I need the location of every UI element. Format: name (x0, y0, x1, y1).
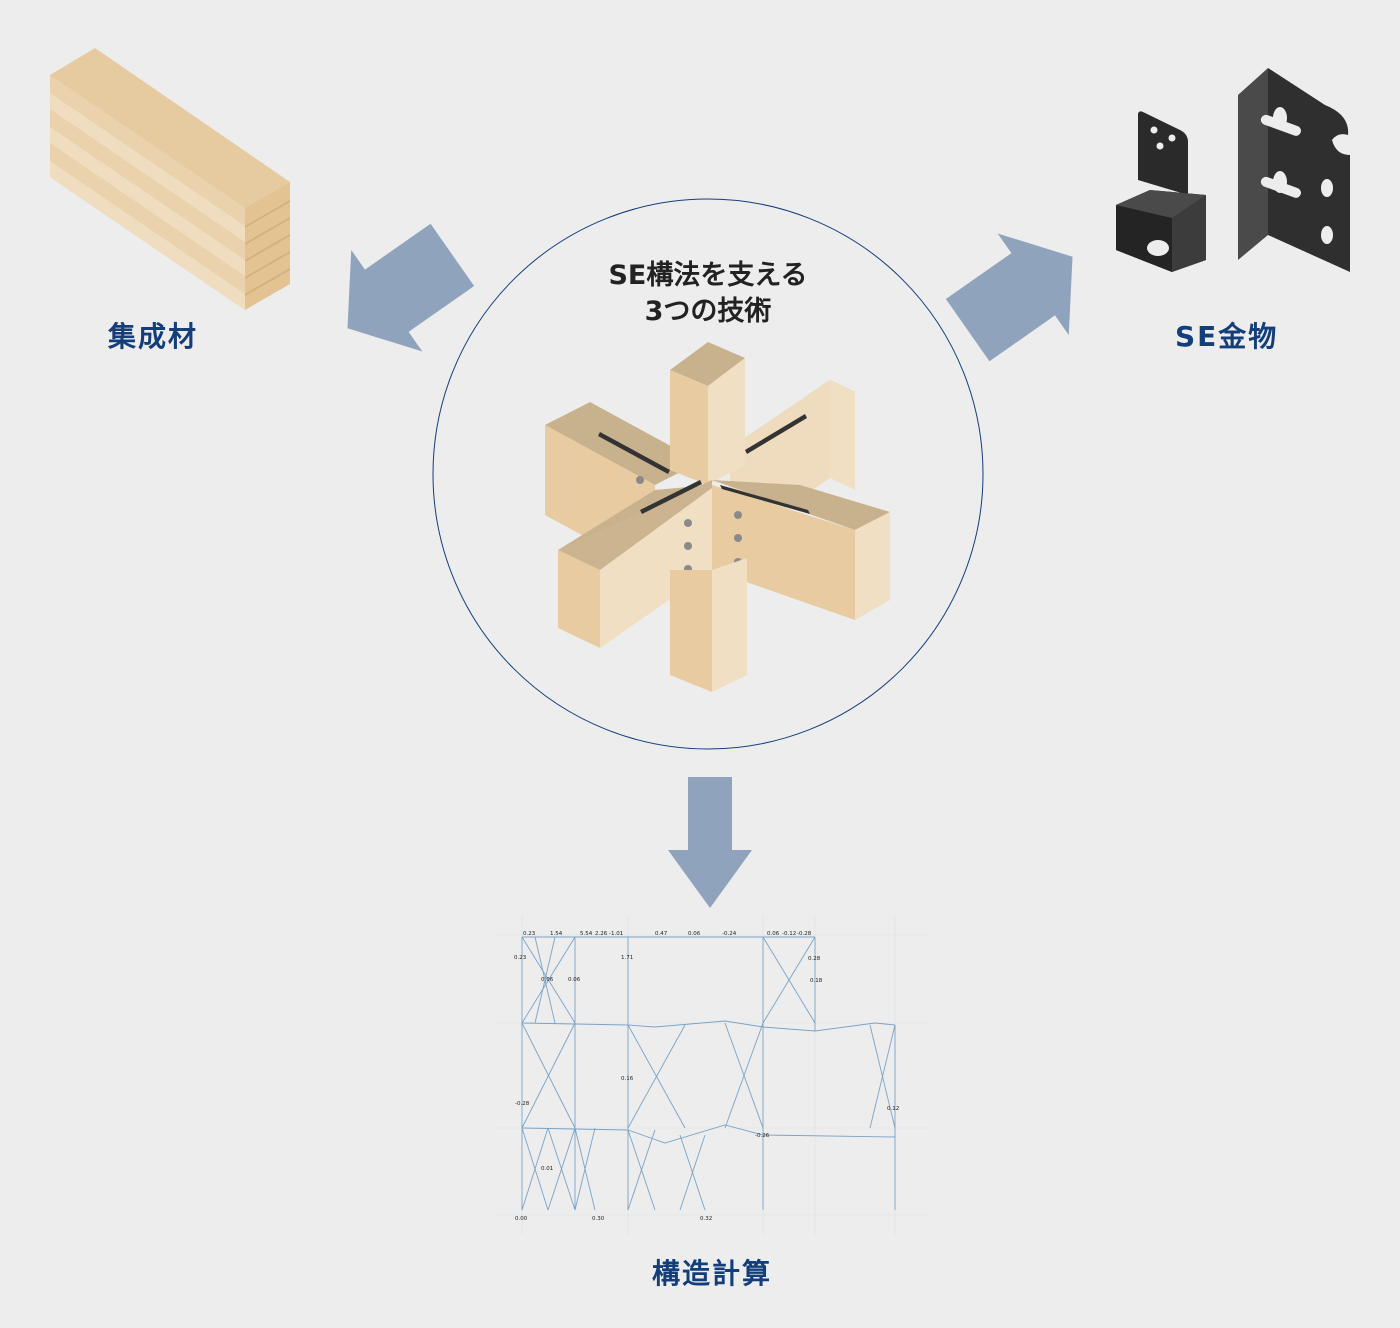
calc-label: 0.01 (541, 1166, 553, 1172)
calc-label: 0.47 (655, 931, 668, 937)
calc-label: 1.54 (550, 931, 563, 937)
structural-calc-label: 構造計算 (652, 1257, 773, 1290)
arrow-to-metal (945, 233, 1073, 362)
center-title: SE構法を支える 3つの技術 (558, 258, 858, 330)
se-joint-image (545, 342, 890, 692)
calc-label: 0.12 (887, 1106, 899, 1112)
calc-label: 0.06 (541, 977, 554, 983)
calc-label: -0.28 (797, 931, 812, 937)
center-title-line2: 3つの技術 (644, 296, 772, 327)
structural-calc-image: 0.23 1.54 5.54 2.26 -1.01 0.47 0.06 -0.2… (495, 915, 930, 1235)
calc-label: 0.23 (523, 931, 536, 937)
glulam-image (50, 48, 290, 310)
calc-label: 0.06 (767, 931, 780, 937)
glulam-label: 集成材 (108, 320, 199, 353)
calc-label: -0.26 (755, 1133, 770, 1139)
calc-label: 0.32 (700, 1216, 712, 1222)
calc-label: -1.01 (609, 931, 623, 937)
center-title-line1: SE構法を支える (608, 260, 808, 291)
calc-label: 5.54 (580, 931, 593, 937)
calc-label: 0.00 (515, 1216, 528, 1222)
calc-label: 0.30 (592, 1216, 605, 1222)
arrow-to-calc (668, 777, 752, 908)
calc-label: 2.26 (595, 931, 608, 937)
calc-label: 0.16 (621, 1076, 634, 1082)
calc-label: -0.12 (782, 931, 796, 937)
calc-label: 0.06 (688, 931, 701, 937)
se-metal-image (1116, 68, 1350, 272)
calc-label: -0.28 (515, 1101, 530, 1107)
calc-label: 1.71 (621, 955, 633, 961)
calc-label: 0.06 (568, 977, 581, 983)
calc-label: 0.23 (514, 955, 527, 961)
calc-label: 0.18 (810, 978, 823, 984)
se-metal-label: SE金物 (1175, 320, 1279, 353)
arrow-to-glulam (347, 223, 475, 352)
center-circle (432, 198, 984, 750)
calc-label: -0.24 (722, 931, 737, 937)
calc-label: 0.28 (808, 956, 821, 962)
